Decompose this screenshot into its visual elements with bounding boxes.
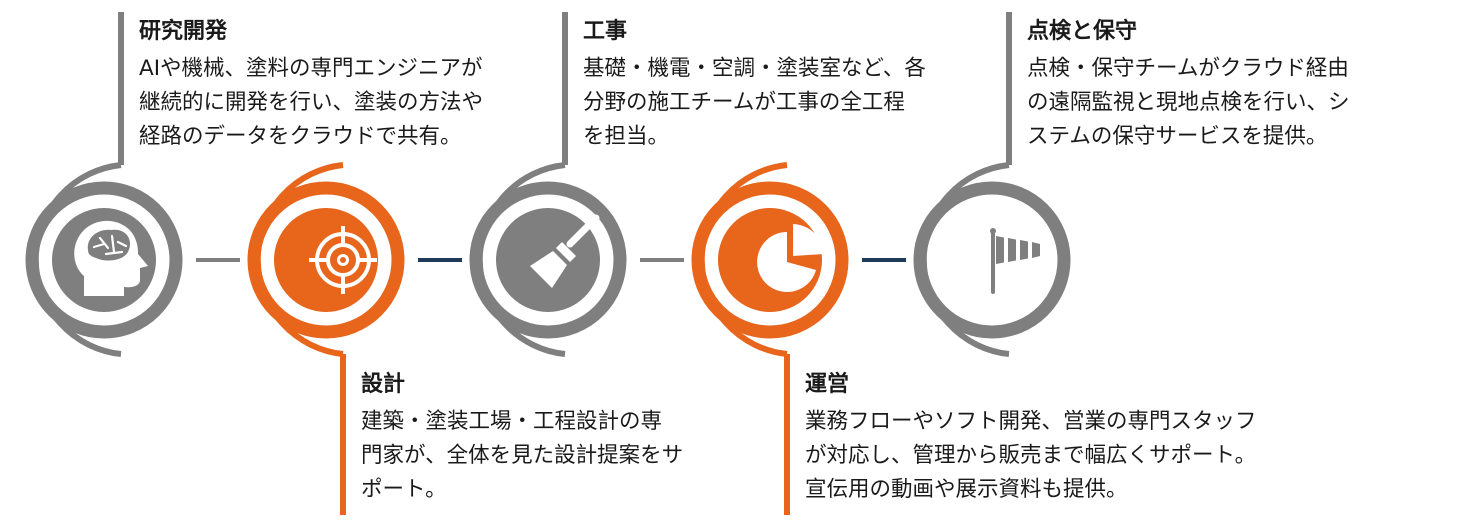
stage-3-node [469, 12, 627, 357]
stage-5-title: 点検と保守 [1027, 19, 1138, 44]
stage-2-title: 設計 [361, 372, 406, 397]
stage-4-description: 業務フローやソフト開発、営業の専門スタッフ が対応し、管理から販売まで幅広くサポ… [805, 409, 1257, 502]
stage-2-node [247, 162, 405, 515]
stage-1-node [25, 12, 183, 357]
stage-2-description: 建築・塗装工場・工程設計の専 門家が、全体を見た設計提案をサ ポート。 [361, 409, 684, 502]
stage-5-node [913, 12, 1071, 357]
stage-1-description: AIや機械、塗料の専門エンジニアが 継続的に開発を行い、塗装の方法や 経路のデー… [139, 56, 484, 149]
windsock-icon [990, 228, 1040, 294]
target-crosshair-icon [309, 226, 377, 294]
stage-1-text: 研究開発 AIや機械、塗料の専門エンジニアが 継続的に開発を行い、塗装の方法や … [139, 18, 559, 154]
stage-4-text: 運営 業務フローやソフト開発、営業の専門スタッフ が対応し、管理から販売まで幅広… [805, 371, 1365, 507]
stage-3-title: 工事 [583, 19, 628, 44]
stage-1-title: 研究開発 [139, 19, 228, 44]
brain-head-icon [74, 220, 148, 296]
stage-5-description: 点検・保守チームがクラウド経由 の遠隔監視と現地点検を行い、シ ステムの保守サー… [1027, 56, 1350, 149]
stage-5-text: 点検と保守 点検・保守チームがクラウド経由 の遠隔監視と現地点検を行い、シ ステ… [1027, 18, 1467, 154]
stage-2-text: 設計 建築・塗装工場・工程設計の専 門家が、全体を見た設計提案をサ ポート。 [361, 371, 781, 507]
pie-chart-icon [757, 224, 824, 292]
stage-3-text: 工事 基礎・機電・空調・塗装室など、各 分野の施工チームが工事の全工程 を担当。 [583, 18, 1003, 154]
stage-3-description: 基礎・機電・空調・塗装室など、各 分野の施工チームが工事の全工程 を担当。 [583, 56, 926, 149]
stage-4-node [691, 162, 849, 515]
paint-brush-icon [530, 214, 600, 288]
stage-4-title: 運営 [805, 372, 850, 397]
